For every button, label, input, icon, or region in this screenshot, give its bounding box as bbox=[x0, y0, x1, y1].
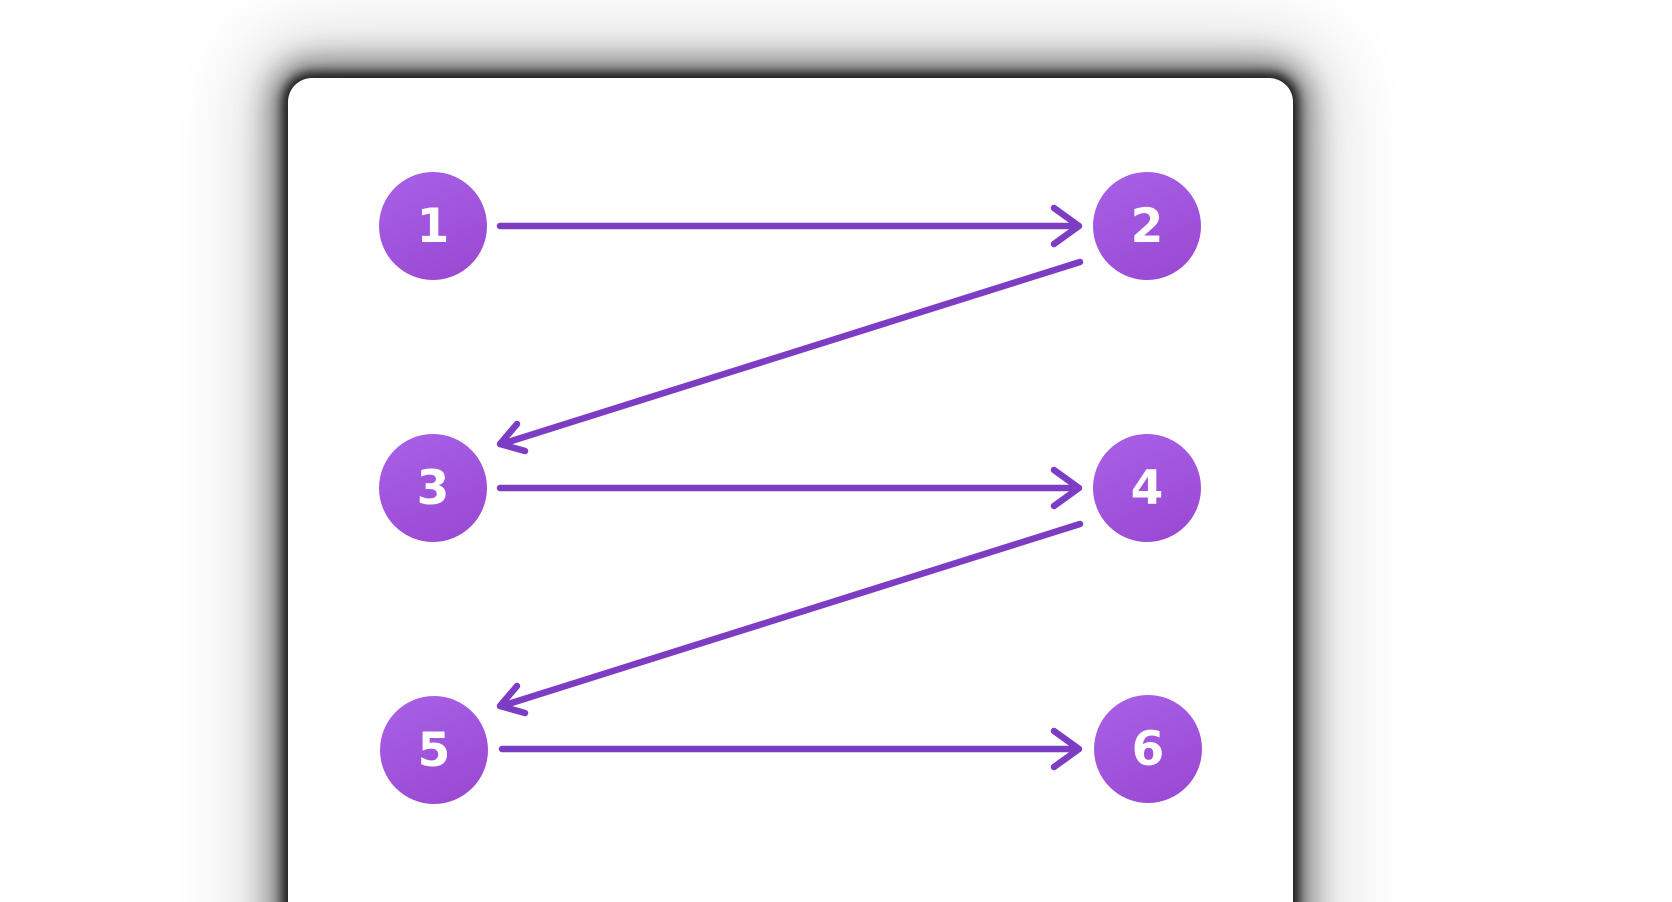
step-node-6-label: 6 bbox=[1131, 721, 1165, 777]
step-node-1-label: 1 bbox=[416, 198, 450, 254]
step-node-4: 4 bbox=[1093, 434, 1201, 542]
step-node-3: 3 bbox=[379, 434, 487, 542]
step-node-2-label: 2 bbox=[1130, 198, 1164, 254]
step-node-5-label: 5 bbox=[417, 722, 451, 778]
step-node-3-label: 3 bbox=[416, 460, 450, 516]
step-node-6: 6 bbox=[1094, 695, 1202, 803]
step-node-2: 2 bbox=[1093, 172, 1201, 280]
step-node-5: 5 bbox=[380, 696, 488, 804]
step-node-4-label: 4 bbox=[1130, 460, 1164, 516]
step-node-1: 1 bbox=[379, 172, 487, 280]
